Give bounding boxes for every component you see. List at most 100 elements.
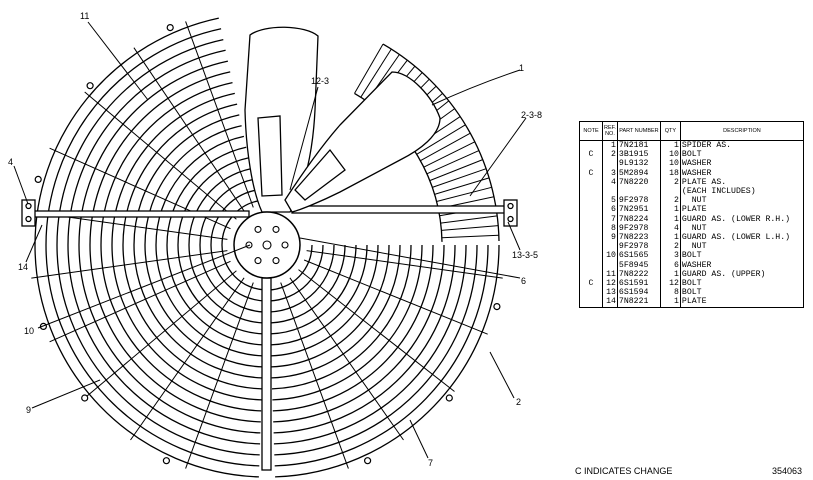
guard-fin — [416, 124, 466, 155]
cell-description: BOLT — [679, 150, 805, 160]
cell-part-number: 5M2894 — [616, 168, 661, 178]
cell-note — [579, 140, 603, 151]
cell-note — [579, 233, 603, 243]
hub-bolt — [281, 241, 289, 249]
cell-ref-no: 14 — [602, 297, 618, 308]
cell-qty: 1 — [659, 269, 681, 280]
fan-hub — [233, 211, 301, 279]
guard-ring-lower-right — [274, 244, 478, 456]
leader-10 — [37, 244, 251, 329]
guard-ring-upper-left — [78, 60, 229, 246]
cell-description: GUARD AS. (LOWER R.H.) — [679, 214, 805, 224]
cell-description: GUARD AS. (UPPER) — [679, 269, 805, 280]
change-legend: C INDICATES CHANGE — [575, 466, 673, 476]
fan-blades — [244, 26, 441, 213]
guard-spoke — [133, 47, 246, 213]
leader-13-3-5 — [507, 221, 521, 251]
header-note: NOTE — [579, 121, 603, 141]
callout-10: 10 — [24, 326, 35, 336]
cell-ref-no — [602, 187, 618, 197]
cell-part-number: 6S1591 — [616, 279, 661, 289]
guard-ring-lower-left — [56, 244, 260, 456]
guard-ring-lower-left — [122, 244, 263, 390]
hub-bolt — [254, 225, 262, 233]
header-qty: QTY — [659, 121, 681, 141]
guard-ring-lower-left — [67, 244, 261, 445]
cell-description: NUT — [679, 196, 805, 206]
guard-ring-upper-left — [67, 49, 226, 246]
guard-spoke — [84, 270, 237, 399]
guard-ring-lower-left — [177, 244, 264, 335]
guard-clip — [34, 175, 42, 183]
guard-fin — [360, 48, 392, 98]
cell-description: BOLT — [679, 279, 805, 289]
bracket-bolt — [507, 215, 514, 223]
guard-clip — [493, 303, 501, 311]
cell-note — [579, 196, 603, 206]
guard-spoke — [303, 259, 488, 335]
cell-part-number: 9L9132 — [616, 159, 661, 169]
cell-note: C — [579, 279, 603, 289]
leader-1 — [431, 69, 521, 106]
cell-qty: 1 — [659, 205, 681, 215]
cell-description: PLATE — [679, 205, 805, 215]
cell-note — [579, 269, 603, 280]
cell-ref-no: 7 — [602, 214, 618, 224]
cell-ref-no: 3 — [602, 168, 618, 178]
guard-ring-upper-left — [122, 103, 238, 246]
cell-part-number: 7N8222 — [616, 269, 661, 280]
guard-ring-upper-left — [45, 28, 222, 246]
cell-ref-no: 5 — [602, 196, 618, 206]
cell-note — [579, 223, 603, 234]
guard-ring-lower-right — [274, 244, 489, 467]
guard-ring-lower-right — [273, 244, 456, 434]
guard-ring-lower-left — [199, 244, 265, 313]
cell-part-number: 5F8945 — [616, 260, 661, 270]
callout-13-3-5: 13-3-5 — [512, 250, 539, 260]
bracket-bolt — [507, 202, 514, 210]
cell-qty: 8 — [659, 288, 681, 298]
guard-rings — [34, 17, 500, 478]
guard-ring-lower-left — [89, 244, 261, 423]
cell-qty: 12 — [659, 279, 681, 289]
guard-ring-lower-right — [272, 244, 434, 412]
cell-note — [579, 297, 603, 308]
right-plate-bracket — [503, 199, 518, 227]
header-description: DESCRIPTION — [679, 121, 805, 141]
guard-ring-lower-right — [273, 244, 445, 423]
guard-clip — [166, 24, 174, 32]
guard-ring-lower-right — [270, 244, 379, 357]
cell-description: NUT — [679, 223, 805, 234]
guard-spoke — [31, 250, 228, 279]
header-part-number: PART NUMBER — [616, 121, 661, 141]
cell-part-number: 9F2978 — [616, 242, 661, 252]
guard-ring-lower-right — [272, 244, 423, 401]
cell-part-number: 7N8224 — [616, 214, 661, 224]
hub-bolt — [272, 225, 280, 233]
leader-9 — [31, 379, 101, 409]
guard-ring-upper-left — [166, 146, 247, 246]
cell-qty: 18 — [659, 168, 681, 178]
callout-14: 14 — [18, 262, 29, 272]
bracket-bolt — [25, 202, 32, 210]
cell-part-number: 7N8220 — [616, 177, 661, 188]
guard-fin — [436, 186, 492, 202]
cell-part-number: 7N2181 — [616, 140, 661, 151]
cell-ref-no: 8 — [602, 223, 618, 234]
cell-ref-no: 6 — [602, 205, 618, 215]
cell-ref-no: 13 — [602, 288, 618, 298]
cell-qty: 1 — [659, 214, 681, 224]
cell-part-number: 9F2978 — [616, 196, 661, 206]
leader-11 — [87, 21, 149, 101]
guard-ring-upper-left — [34, 17, 219, 246]
cell-ref-no — [602, 242, 618, 252]
cell-ref-no — [602, 159, 618, 169]
